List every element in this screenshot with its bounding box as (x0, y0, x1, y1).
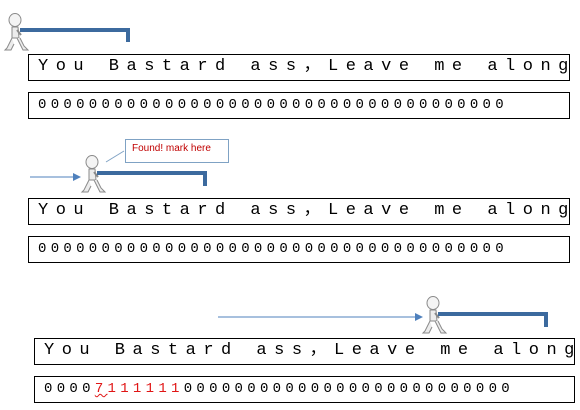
sentence-text: You Bastard ass，Leave me along。 (38, 201, 570, 220)
digits: 0000000000000000000000000000000000000 (38, 241, 508, 257)
digits: 0000000000000000000000000000000000000 (38, 97, 508, 113)
pointer-bar-3 (438, 312, 548, 327)
highlighted-digits: 7 (94, 381, 108, 397)
sentence-box-2: You Bastard ass，Leave me along。 (28, 198, 570, 225)
sentence-box-1: You Bastard ass，Leave me along。 (28, 54, 570, 81)
digit-row-1: 0000000000000000000000000000000000000 (28, 92, 570, 119)
digits: 00000000000000000000000000 (183, 381, 514, 397)
pointer-bar-1 (20, 28, 130, 42)
pointer-bar-2 (97, 171, 207, 186)
sentence-text: You Bastard ass，Leave me along。 (38, 57, 570, 76)
highlighted-digits: 111111 (107, 381, 184, 397)
callout-leader (105, 150, 125, 163)
found-callout: Found! mark here (125, 139, 229, 163)
digit-row-2: 0000000000000000000000000000000000000 (28, 236, 570, 263)
sentence-box-3: You Bastard ass，Leave me along。 (34, 338, 575, 365)
digits: 0000 (44, 381, 95, 397)
sentence-text: You Bastard ass，Leave me along。 (44, 341, 575, 360)
digit-row-3: 0000711111100000000000000000000000000 (34, 376, 575, 403)
